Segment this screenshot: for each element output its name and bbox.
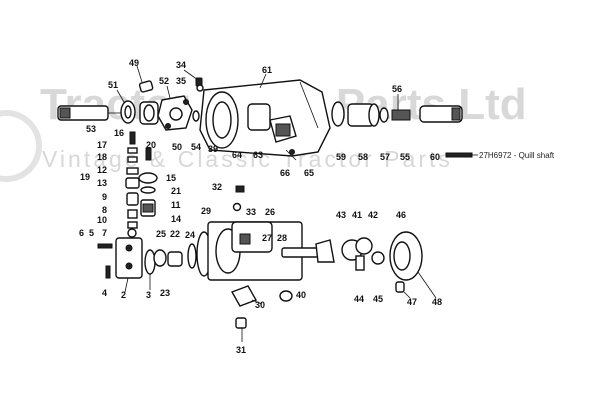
label-45: 45 xyxy=(373,294,383,304)
label-33: 33 xyxy=(246,207,256,217)
part-60-shaft xyxy=(419,105,463,123)
label-28: 28 xyxy=(277,233,287,243)
label-25: 25 xyxy=(156,229,166,239)
label-55: 55 xyxy=(400,152,410,162)
label-65: 65 xyxy=(304,168,314,178)
label-66: 66 xyxy=(280,168,290,178)
part-52-gear xyxy=(139,101,159,125)
part-40-clip xyxy=(279,290,293,302)
label-15: 15 xyxy=(166,173,176,183)
label-58: 58 xyxy=(358,152,368,162)
part-2-body xyxy=(115,237,143,279)
label-22: 22 xyxy=(170,229,180,239)
part-number-labels: 49 34 35 61 51 52 53 50 54 39 64 63 66 6… xyxy=(79,58,442,355)
label-56: 56 xyxy=(392,84,402,94)
label-47: 47 xyxy=(407,297,417,307)
label-9: 9 xyxy=(102,192,107,202)
part-4-5-6-bolts xyxy=(97,243,113,279)
label-19: 19 xyxy=(80,172,90,182)
label-31: 31 xyxy=(236,345,246,355)
label-39: 39 xyxy=(208,144,218,154)
part-3-ring xyxy=(144,249,156,275)
label-54: 54 xyxy=(191,142,201,152)
label-59: 59 xyxy=(336,152,346,162)
label-48: 48 xyxy=(432,297,442,307)
label-32: 32 xyxy=(212,182,222,192)
label-2: 2 xyxy=(121,290,126,300)
part-51-bush xyxy=(120,100,136,124)
label-63: 63 xyxy=(253,150,263,160)
label-57: 57 xyxy=(380,152,390,162)
part-26-housing xyxy=(207,221,303,281)
label-7: 7 xyxy=(102,228,107,238)
label-44: 44 xyxy=(354,294,364,304)
part-46-48-cover xyxy=(389,231,423,281)
label-11: 11 xyxy=(171,200,181,210)
label-5: 5 xyxy=(89,228,94,238)
label-30: 30 xyxy=(255,300,265,310)
label-60: 60 xyxy=(430,152,440,162)
part-27-28-shaft xyxy=(281,239,335,263)
label-52: 52 xyxy=(159,76,169,86)
label-26: 26 xyxy=(265,207,275,217)
label-3: 3 xyxy=(146,290,151,300)
label-34: 34 xyxy=(176,60,186,70)
label-21: 21 xyxy=(171,186,181,196)
label-8: 8 xyxy=(102,205,107,215)
label-27: 27 xyxy=(262,233,272,243)
label-18: 18 xyxy=(97,152,107,162)
part-58-sleeve xyxy=(347,103,380,127)
label-41: 41 xyxy=(352,210,362,220)
part-57-washer xyxy=(379,107,389,123)
label-12: 12 xyxy=(97,165,107,175)
label-13: 13 xyxy=(97,178,107,188)
part-50-assembly xyxy=(157,95,193,131)
part-34-35-screw xyxy=(195,77,204,92)
quill-shaft-callout: 27H6972 - Quill shaft xyxy=(479,151,555,160)
label-20: 20 xyxy=(146,140,156,150)
part-16-stack xyxy=(125,131,140,238)
part-53-shaft xyxy=(57,105,122,121)
label-23: 23 xyxy=(160,288,170,298)
label-42: 42 xyxy=(368,210,378,220)
label-61: 61 xyxy=(262,65,272,75)
part-56-55-spring xyxy=(391,109,411,121)
part-20-21-stack xyxy=(138,147,158,217)
label-10: 10 xyxy=(97,215,107,225)
label-40: 40 xyxy=(296,290,306,300)
label-16: 16 xyxy=(114,128,124,138)
label-14: 14 xyxy=(171,214,181,224)
label-4: 4 xyxy=(102,288,107,298)
label-43: 43 xyxy=(336,210,346,220)
part-49-block xyxy=(138,80,154,93)
leader-lines xyxy=(116,65,478,342)
part-54-washer xyxy=(192,110,200,122)
label-46: 46 xyxy=(396,210,406,220)
part-41-44-gears xyxy=(341,237,385,271)
part-30-lever xyxy=(230,285,258,329)
label-24: 24 xyxy=(185,230,195,240)
label-6: 6 xyxy=(79,228,84,238)
part-59-ring xyxy=(331,101,345,127)
label-64: 64 xyxy=(232,150,242,160)
label-51: 51 xyxy=(108,80,118,90)
part-63-cover xyxy=(269,115,297,143)
label-53: 53 xyxy=(86,124,96,134)
label-49: 49 xyxy=(129,58,139,68)
part-32-33-screw xyxy=(232,185,245,212)
part-65-66-bolts xyxy=(285,149,297,161)
label-29: 29 xyxy=(201,206,211,216)
label-17: 17 xyxy=(97,140,107,150)
label-35: 35 xyxy=(176,76,186,86)
part-61-housing xyxy=(199,79,331,157)
quill-shaft-marker xyxy=(445,152,473,158)
part-22-25-bush xyxy=(153,249,183,267)
part-47-plug xyxy=(395,281,405,293)
label-50: 50 xyxy=(172,142,182,152)
